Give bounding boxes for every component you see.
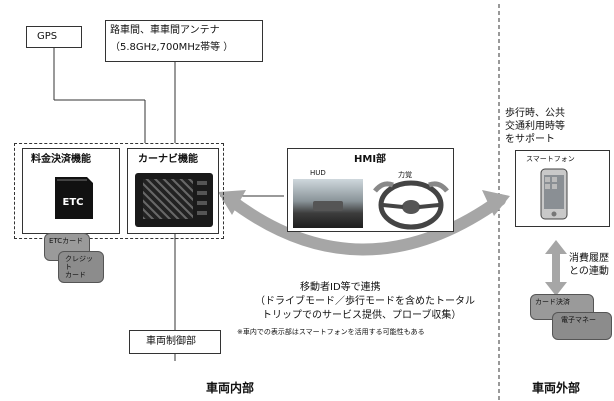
etc-card-label: ETCカード [49, 237, 84, 245]
hmi-title: HMI部 [354, 154, 387, 165]
steering-wheel-icon [373, 180, 449, 230]
walking-line3: をサポート [505, 134, 555, 145]
linkage-arrow-head-left [218, 190, 246, 215]
linkage-note: ※車内での表示部はスマートフォンを活用する可能性もある [237, 328, 425, 336]
history-arrow-down [545, 282, 567, 296]
etc-chip-label: ETC [63, 197, 84, 208]
vehicle-control-label: 車両制御部 [146, 336, 196, 347]
hud-label: HUD [310, 169, 326, 177]
linkage-line3: トリップでのサービス提供、プローブ収集） [262, 310, 462, 321]
credit-card-line1: クレジット [65, 255, 93, 272]
carnavi-title: カーナビ機能 [138, 154, 198, 165]
linkage-line1: 移動者ID等で連携 [300, 282, 381, 293]
force-label: 力覚 [398, 171, 412, 179]
hud-windshield-image [293, 179, 363, 228]
section-inside-label: 車両内部 [206, 381, 255, 395]
hmi-box: HMI部 HUD 力覚 [287, 148, 454, 232]
gps-box: GPS [26, 26, 82, 48]
payment-title: 料金決済機能 [31, 154, 91, 165]
in-vehicle-unit-group [14, 143, 224, 239]
antenna-line2: （5.8GHz,700MHz帯等 ） [110, 42, 234, 53]
etc-chip-icon: ETC [55, 177, 93, 219]
credit-card-line2: カード [65, 271, 86, 280]
smartphone-icon [540, 168, 568, 220]
antenna-line1: 路車間、車車間アンテナ [110, 25, 220, 36]
emoney-card: 電子マネー [552, 312, 612, 340]
credit-card: クレジット カード [58, 251, 104, 283]
smartphone-title: スマートフォン [526, 155, 575, 163]
history-line1: 消費履歴 [569, 253, 609, 264]
gps-label: GPS [37, 31, 58, 42]
walking-line2: 交通利用時等 [505, 121, 565, 132]
linkage-arrow [222, 192, 506, 256]
card-payment-label: カード決済 [535, 298, 570, 306]
smartphone-box: スマートフォン [515, 150, 610, 227]
history-line2: との連動 [569, 266, 609, 277]
antenna-box: 路車間、車車間アンテナ （5.8GHz,700MHz帯等 ） [105, 20, 263, 62]
carnavi-box: カーナビ機能 [127, 148, 219, 234]
walking-line1: 歩行時、公共 [505, 108, 565, 119]
vehicle-control-box: 車両制御部 [129, 330, 221, 354]
linkage-line2: （ドライブモード／歩行モードを含めたトータル [255, 296, 475, 307]
payment-box: 料金決済機能 ETC [22, 148, 120, 234]
section-outside-label: 車両外部 [532, 381, 581, 395]
car-navigation-device-icon [135, 173, 213, 227]
history-arrow-up [545, 240, 567, 254]
emoney-label: 電子マネー [561, 316, 596, 324]
linkage-arrow-head-right [482, 190, 510, 216]
